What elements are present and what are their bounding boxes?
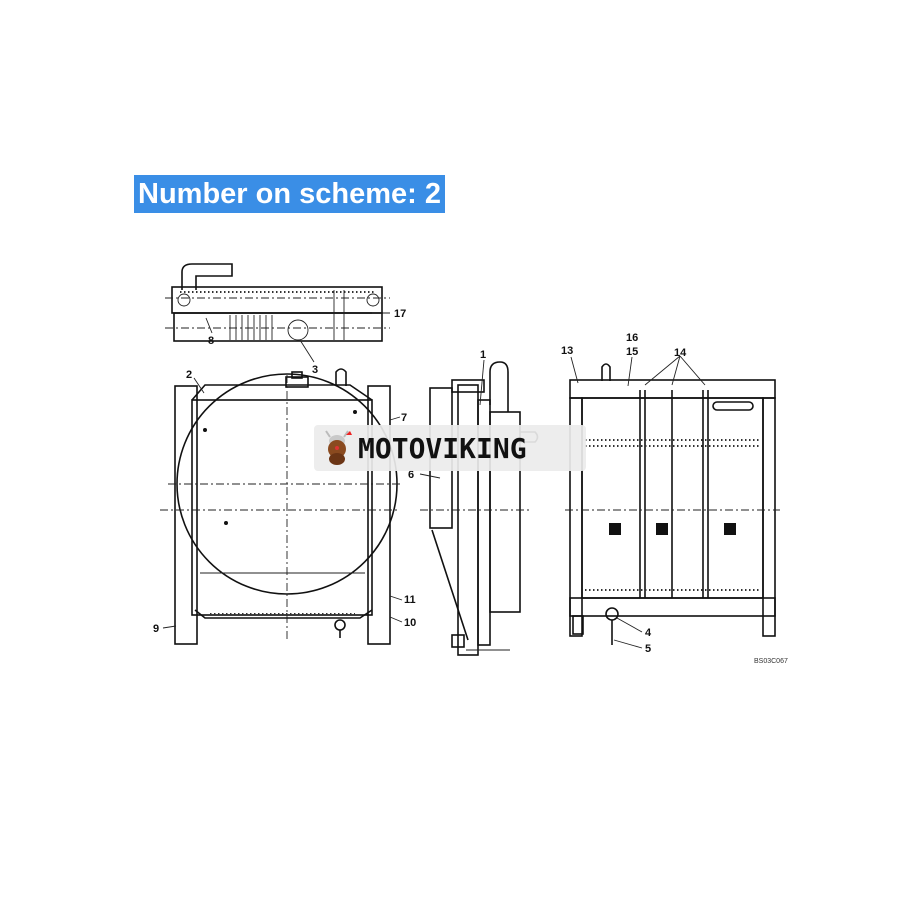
drawing-code: BS03C067 bbox=[754, 658, 788, 665]
callout-8: 8 bbox=[208, 335, 214, 347]
callout-3: 3 bbox=[312, 364, 318, 376]
callout-5: 5 bbox=[645, 643, 651, 655]
callout-16: 16 bbox=[626, 332, 638, 344]
front-view bbox=[160, 368, 400, 645]
callout-2: 2 bbox=[186, 369, 192, 381]
top-view bbox=[165, 263, 390, 342]
leader-lines bbox=[162, 312, 706, 649]
callout-6: 6 bbox=[408, 469, 414, 481]
callout-15: 15 bbox=[626, 346, 638, 358]
scheme-number-title: Number on scheme: 2 bbox=[134, 175, 445, 213]
callout-17: 17 bbox=[394, 308, 406, 320]
side-view bbox=[420, 361, 539, 656]
callout-1: 1 bbox=[480, 349, 486, 361]
watermark: MOTOVIKING bbox=[314, 425, 586, 471]
watermark-brand: MOTOVIKING bbox=[358, 432, 527, 465]
viking-mascot-icon bbox=[325, 430, 352, 465]
callout-7: 7 bbox=[401, 412, 407, 424]
callout-10: 10 bbox=[404, 617, 416, 629]
callout-11: 11 bbox=[404, 594, 416, 606]
callout-14: 14 bbox=[674, 347, 687, 359]
callout-4: 4 bbox=[645, 627, 652, 639]
callout-13: 13 bbox=[561, 345, 573, 357]
rear-view bbox=[565, 363, 780, 645]
callout-9: 9 bbox=[153, 623, 159, 635]
